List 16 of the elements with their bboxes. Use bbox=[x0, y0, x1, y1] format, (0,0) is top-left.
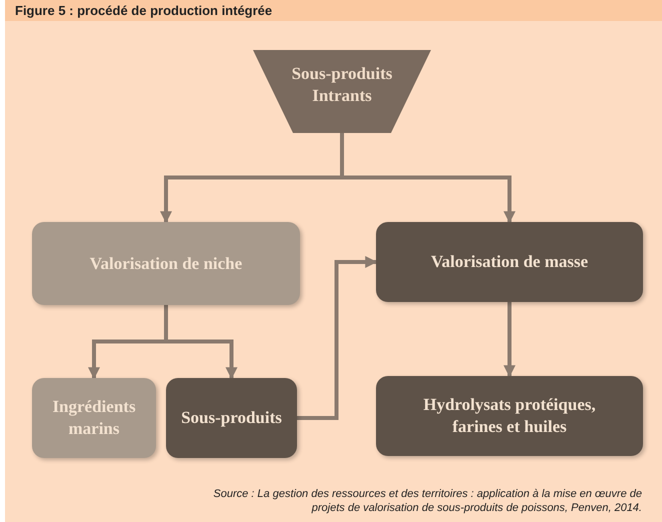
node-text: Sous-produits Intrants bbox=[290, 62, 394, 106]
trapezoid-node bbox=[253, 50, 431, 133]
node-text: Valorisation de niche bbox=[90, 252, 242, 274]
process-box bbox=[376, 376, 643, 456]
process-box bbox=[376, 222, 643, 302]
node-text: Sous-produits bbox=[181, 407, 282, 429]
node-text: Valorisation de masse bbox=[430, 251, 588, 273]
process-box bbox=[32, 222, 300, 305]
node-text: Hydrolysats protéiques, farines et huiles bbox=[422, 394, 597, 438]
title: Figure 5 : procédé de production intégrée bbox=[15, 2, 272, 20]
arrow bbox=[504, 302, 516, 378]
node-text: Ingrédients marins bbox=[51, 396, 137, 440]
arrow bbox=[297, 256, 378, 420]
source-caption: Source : La gestion des ressources et des territoires : application à la mise en œuvre de projets de valorisation de sous-produits de poissons, Penven, 2014. bbox=[212, 487, 642, 515]
process-box bbox=[32, 378, 156, 458]
process-box bbox=[166, 378, 297, 458]
